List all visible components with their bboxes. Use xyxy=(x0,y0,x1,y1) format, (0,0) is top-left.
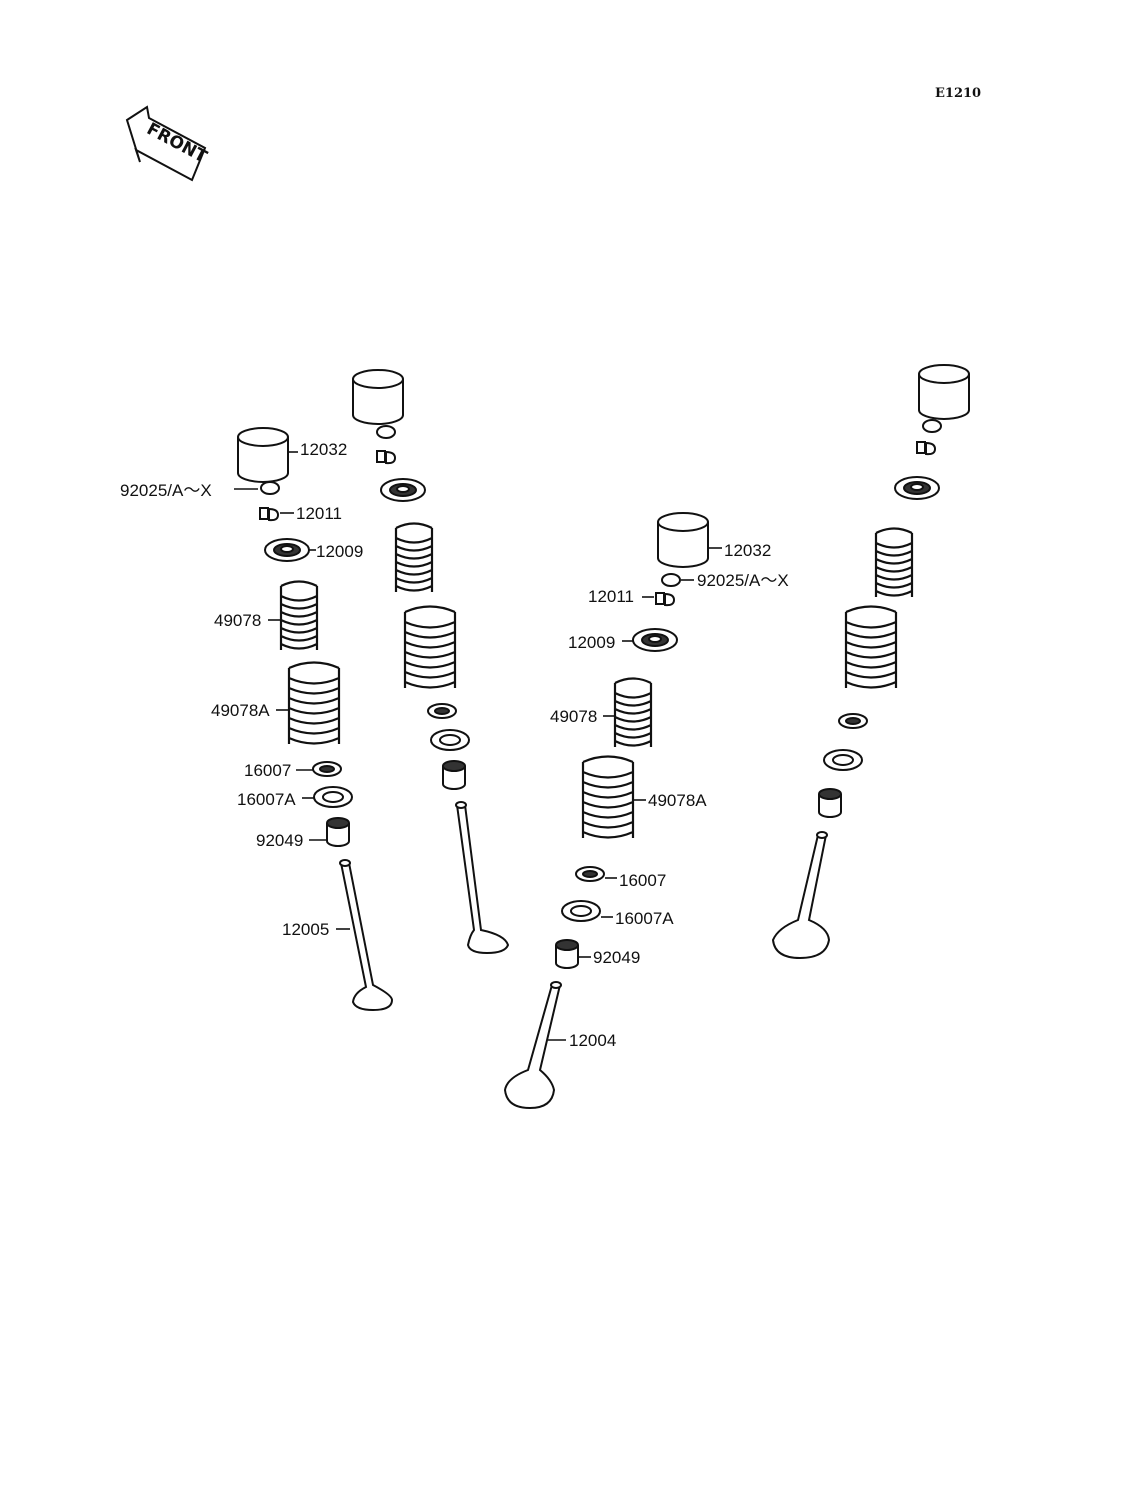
outer-spring-49078A-center xyxy=(581,755,635,840)
label-12032-left: 12032 xyxy=(300,440,347,459)
center-valve-assembly: 12032 92025/A～X 12011 12009 49078 49078A… xyxy=(503,512,789,1110)
tappet-12032-left xyxy=(237,427,289,483)
label-12005: 12005 xyxy=(282,920,329,939)
label-12011-left: 12011 xyxy=(296,504,342,523)
retainer-12009-left xyxy=(264,538,310,562)
front-arrow: FRONT xyxy=(125,105,210,182)
label-16007-left: 16007 xyxy=(244,761,291,780)
label-12009-center: 12009 xyxy=(568,633,615,652)
label-12032-center: 12032 xyxy=(724,541,771,560)
inner-spring-49078-left xyxy=(279,580,319,652)
inner-spring-49078-center xyxy=(613,677,653,749)
label-12009-left: 12009 xyxy=(316,542,363,561)
label-49078-center: 49078 xyxy=(550,707,597,726)
tappet-second xyxy=(352,369,404,425)
label-92025-left: 92025/A～X xyxy=(120,481,212,500)
inner-spring-right xyxy=(874,527,914,599)
retainer-12009-center xyxy=(632,628,678,652)
shim-92025-left xyxy=(260,481,280,495)
label-49078A-center: 49078A xyxy=(648,791,707,810)
label-12004: 12004 xyxy=(569,1031,616,1050)
cotter-second xyxy=(376,450,396,465)
seat-small-right xyxy=(838,713,868,729)
seat-large-right xyxy=(823,749,863,771)
inner-spring-second xyxy=(394,522,434,594)
tappet-right xyxy=(918,364,970,420)
label-49078-left: 49078 xyxy=(214,611,261,630)
seat-large-second xyxy=(430,729,470,751)
label-16007A-center: 16007A xyxy=(615,909,674,928)
valve-12005 xyxy=(339,859,394,1012)
retainer-second xyxy=(380,478,426,502)
tappet-12032-center xyxy=(657,512,709,568)
label-92049-center: 92049 xyxy=(593,948,640,967)
right-valve-assembly xyxy=(771,364,970,960)
outer-spring-right xyxy=(844,605,898,690)
retainer-right xyxy=(894,476,940,500)
outer-spring-second xyxy=(403,605,457,690)
seal-right xyxy=(818,788,842,818)
diagram-code: E1210 xyxy=(935,86,981,101)
seal-second xyxy=(442,760,466,790)
cotter-right xyxy=(916,441,936,456)
shim-second xyxy=(376,425,396,439)
label-92049-left: 92049 xyxy=(256,831,303,850)
label-49078A-left: 49078A xyxy=(211,701,270,720)
seat-small-second xyxy=(427,703,457,719)
valve-right xyxy=(771,831,831,960)
cotter-12011-left xyxy=(259,507,279,522)
label-16007A-left: 16007A xyxy=(237,790,296,809)
seal-92049-left xyxy=(326,817,350,847)
label-92025-center: 92025/A～X xyxy=(697,571,789,590)
label-12011-center: 12011 xyxy=(588,587,634,606)
outer-spring-49078A-left xyxy=(287,661,341,746)
shim-right xyxy=(922,419,942,433)
cotter-12011-center xyxy=(655,592,675,607)
seal-92049-center xyxy=(555,939,579,969)
seat-16007A-left xyxy=(313,786,353,808)
valve-12004 xyxy=(503,981,562,1110)
shim-92025-center xyxy=(661,573,681,587)
seat-16007A-center xyxy=(561,900,601,922)
label-16007-center: 16007 xyxy=(619,871,666,890)
second-valve-assembly xyxy=(352,369,510,955)
seat-16007-left xyxy=(312,761,342,777)
seat-16007-center xyxy=(575,866,605,882)
left-valve-assembly: 12032 92025/A～X 12011 12009 49078 49078A… xyxy=(120,427,394,1012)
valve-second xyxy=(455,801,510,955)
